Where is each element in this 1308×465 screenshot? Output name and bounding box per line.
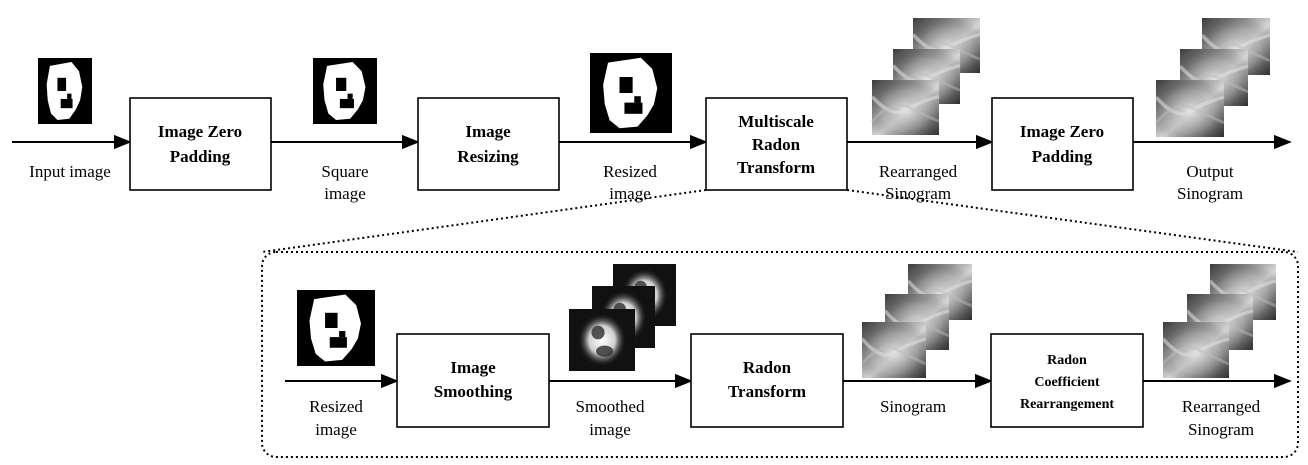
rearranged-sinogram-label-line-1: Rearranged	[879, 162, 958, 181]
image-zero-padding-1-line-1: Image Zero	[158, 122, 242, 141]
multiscale-radon-transform-box	[705, 97, 848, 191]
smoothed-image-label-line-2: image	[589, 420, 631, 439]
detail-rearranged-sinogram-stack	[1161, 262, 1278, 380]
zoom-connector-right	[846, 189, 1299, 253]
sinogram-stack	[860, 262, 974, 380]
output-sinogram-label-line-1: Output	[1186, 162, 1234, 181]
image-resizing-line-2: Resizing	[457, 147, 519, 166]
image-zero-padding-1-line-2: Padding	[170, 147, 231, 166]
smoothed-image-label-line-1: Smoothed	[576, 397, 645, 416]
square-image-label-line-1: Square	[321, 162, 368, 181]
detail-rearranged-label-line-2: Sinogram	[1188, 420, 1254, 439]
image-resizing-box	[417, 97, 560, 191]
sinogram-label: Sinogram	[880, 397, 946, 416]
image-zero-padding-2-line-1: Image Zero	[1020, 122, 1104, 141]
input-image-thumbnail	[38, 58, 92, 124]
radon-transform-line-1: Radon	[743, 358, 792, 377]
multiscale-radon-line-2: Radon	[752, 135, 801, 154]
detail-resized-label-line-2: image	[315, 420, 357, 439]
square-image-label-line-2: image	[324, 184, 366, 203]
detail-rearranged-label-line-1: Rearranged	[1182, 397, 1261, 416]
image-zero-padding-2-line-2: Padding	[1032, 147, 1093, 166]
multiscale-radon-line-3: Transform	[737, 158, 815, 177]
image-smoothing-line-1: Image	[450, 358, 496, 377]
radon-coefficient-rearrangement-box	[990, 333, 1144, 428]
square-image-thumbnail	[313, 58, 377, 124]
output-sinogram-label-line-2: Sinogram	[1177, 184, 1243, 203]
resized-image-thumbnail	[590, 53, 672, 133]
image-zero-padding-box-1	[129, 97, 272, 191]
radon-transform-line-2: Transform	[728, 382, 806, 401]
smoothed-image-stack	[569, 264, 676, 371]
image-resizing-line-1: Image	[465, 122, 511, 141]
image-zero-padding-box-2	[991, 97, 1134, 191]
radon-transform-box	[690, 333, 844, 428]
input-image-label: Input image	[29, 162, 111, 181]
resized-image-label-line-1: Resized	[603, 162, 657, 181]
rearrangement-line-2: Coefficient	[1034, 375, 1100, 390]
rearranged-sinogram-stack	[872, 18, 980, 135]
multiscale-radon-line-1: Multiscale	[738, 112, 814, 131]
detail-resized-image-thumbnail	[297, 290, 375, 366]
output-sinogram-stack	[1156, 18, 1270, 137]
image-smoothing-line-2: Smoothing	[434, 382, 513, 401]
detail-resized-label-line-1: Resized	[309, 397, 363, 416]
rearrangement-line-1: Radon	[1047, 353, 1087, 368]
rearrangement-line-3: Rearrangement	[1020, 397, 1114, 412]
image-smoothing-box	[396, 333, 550, 428]
